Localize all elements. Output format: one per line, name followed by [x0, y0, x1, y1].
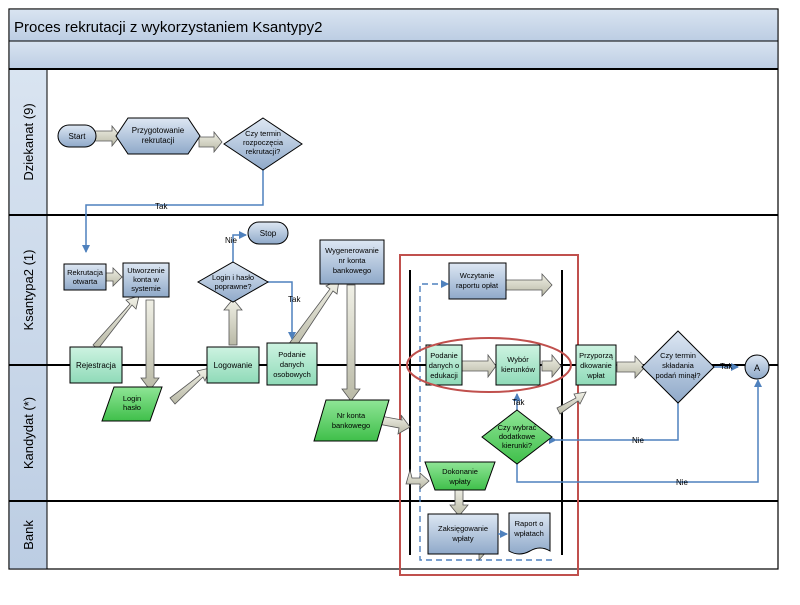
node-zaksiegowanie-wplaty[interactable]: Zaksięgowanie wpłaty: [427, 513, 499, 555]
decision-login-haslo-poprawne[interactable]: Login i hasło poprawne?: [196, 261, 270, 303]
svg-text:wpłaty: wpłaty: [451, 534, 474, 543]
highlight-frame: [399, 254, 579, 576]
svg-text:Rekrutacja: Rekrutacja: [67, 268, 104, 277]
io-nr-konta-bankowego[interactable]: Nr konta bankowego: [313, 399, 390, 442]
connector-a[interactable]: A: [744, 354, 770, 380]
subheader-bar: [8, 40, 779, 70]
highlight-ellipse: [406, 337, 572, 393]
svg-text:Start: Start: [69, 132, 87, 141]
svg-text:bankowego: bankowego: [332, 421, 370, 430]
svg-text:Stop: Stop: [260, 229, 277, 238]
big-arrows: [92, 124, 646, 562]
edge-label-tak-termin: Tak: [720, 362, 733, 371]
svg-text:Nr konta: Nr konta: [337, 411, 366, 420]
node-rejestracja[interactable]: Rejestracja: [69, 346, 123, 384]
node-przygotowanie-rekrutacji[interactable]: Przygotowanie rekrutacji: [115, 117, 201, 155]
svg-text:otwarta: otwarta: [73, 277, 98, 286]
svg-text:systemie: systemie: [131, 284, 161, 293]
svg-text:Zaksięgowanie: Zaksięgowanie: [438, 524, 488, 533]
svg-text:wpłaty: wpłaty: [448, 477, 471, 486]
node-logowanie[interactable]: Logowanie: [206, 346, 260, 384]
svg-text:podań minął?: podań minął?: [655, 371, 700, 380]
node-wybor-kierunkow[interactable]: Wybór kierunków: [495, 344, 541, 386]
svg-text:edukacji: edukacji: [430, 371, 458, 380]
svg-text:kierunki?: kierunki?: [502, 441, 532, 450]
svg-text:Utworzenie: Utworzenie: [127, 266, 165, 275]
dashed-loop: [419, 280, 552, 561]
svg-text:danych: danych: [280, 360, 304, 369]
svg-text:Wczytanie: Wczytanie: [460, 271, 495, 280]
svg-text:osobowych: osobowych: [273, 370, 311, 379]
diagram-title: Proces rekrutacji z wykorzystaniem Ksant…: [14, 19, 322, 36]
node-podanie-danych-edukacji[interactable]: Podanie danych o edukacji: [425, 344, 463, 386]
node-start[interactable]: Start: [57, 124, 97, 148]
edge-label-tak-dziekanat: Tak: [155, 202, 168, 211]
svg-text:składania: składania: [662, 361, 695, 370]
lane-label-ksantypa: Ksantypa2 (1): [21, 250, 36, 331]
svg-text:dodatkowe: dodatkowe: [499, 432, 535, 441]
svg-text:nr konta: nr konta: [338, 256, 366, 265]
node-wygenerowanie-nr-konta[interactable]: Wygenerowanie nr konta bankowego: [319, 239, 385, 285]
lane-label-bank: Bank: [21, 520, 36, 550]
svg-text:dkowanie: dkowanie: [580, 361, 612, 370]
svg-text:Login i hasło: Login i hasło: [212, 273, 254, 282]
node-utworzenie-konta[interactable]: Utworzenie konta w systemie: [122, 262, 170, 298]
edge-label-nie-login: Nie: [225, 236, 238, 245]
svg-text:rekrutacji: rekrutacji: [142, 136, 175, 145]
svg-text:wpłat: wpłat: [586, 371, 605, 380]
svg-text:Przygotowanie: Przygotowanie: [132, 126, 185, 135]
svg-text:Czy termin: Czy termin: [245, 129, 281, 138]
svg-text:Rejestracja: Rejestracja: [76, 361, 117, 370]
svg-text:rekrutacji?: rekrutacji?: [246, 147, 281, 156]
document-raport-o-wplatach[interactable]: Raport o wpłatach: [508, 512, 551, 555]
svg-text:konta w: konta w: [133, 275, 159, 284]
svg-text:A: A: [754, 363, 760, 373]
io-dokonanie-wplaty[interactable]: Dokonanie wpłaty: [424, 461, 496, 491]
svg-text:Czy termin: Czy termin: [660, 351, 696, 360]
svg-text:Przyporzą: Przyporzą: [579, 351, 614, 360]
edge-label-nie-termin: Nie: [676, 478, 689, 487]
decision-czy-wybrac-dodatkowe[interactable]: Czy wybrać dodatkowe kierunki?: [481, 409, 553, 465]
blue-connectors: [82, 168, 762, 483]
svg-text:Login: Login: [123, 394, 141, 403]
svg-text:Podanie: Podanie: [430, 351, 458, 360]
svg-text:kierunków: kierunków: [501, 365, 535, 374]
edge-label-tak-wybrac: Tak: [512, 398, 525, 407]
edge-label-nie-wybrac: Nie: [632, 436, 645, 445]
svg-text:danych o: danych o: [429, 361, 459, 370]
svg-text:Podanie: Podanie: [278, 350, 306, 359]
node-podanie-danych-osobowych[interactable]: Podanie danych osobowych: [266, 342, 318, 386]
svg-text:Wybór: Wybór: [507, 355, 529, 364]
svg-text:wpłatach: wpłatach: [513, 529, 544, 538]
title-bar: [8, 8, 779, 42]
svg-text:rozpoczęcia: rozpoczęcia: [243, 138, 284, 147]
svg-text:Logowanie: Logowanie: [214, 361, 253, 370]
node-przyporzadkowanie-wplat[interactable]: Przyporzą dkowanie wpłat: [575, 344, 617, 386]
lane-label-dziekanat: Dziekanat (9): [21, 103, 36, 180]
decision-czy-termin-skladania[interactable]: Czy termin składania podań minął?: [641, 330, 715, 404]
svg-text:Dokonanie: Dokonanie: [442, 467, 478, 476]
node-rekrutacja-otwarta[interactable]: Rekrutacja otwarta: [63, 263, 107, 291]
svg-text:Raport o: Raport o: [515, 519, 544, 528]
svg-text:bankowego: bankowego: [333, 266, 371, 275]
lane-label-kandydat: Kandydat (*): [21, 397, 36, 469]
node-stop[interactable]: Stop: [247, 221, 289, 245]
svg-text:Wygenerowanie: Wygenerowanie: [325, 246, 379, 255]
decision-czy-termin-rozpoczecia[interactable]: Czy termin rozpoczęcia rekrutacji?: [223, 117, 303, 171]
svg-text:Czy wybrać: Czy wybrać: [498, 423, 537, 432]
node-wczytanie-raportu[interactable]: Wczytanie raportu opłat: [448, 262, 507, 300]
io-login-haslo[interactable]: Login hasło: [101, 386, 163, 422]
svg-text:raportu opłat: raportu opłat: [456, 281, 499, 290]
edge-label-tak-login: Tak: [288, 295, 301, 304]
svg-text:poprawne?: poprawne?: [214, 282, 251, 291]
svg-text:hasło: hasło: [123, 403, 141, 412]
